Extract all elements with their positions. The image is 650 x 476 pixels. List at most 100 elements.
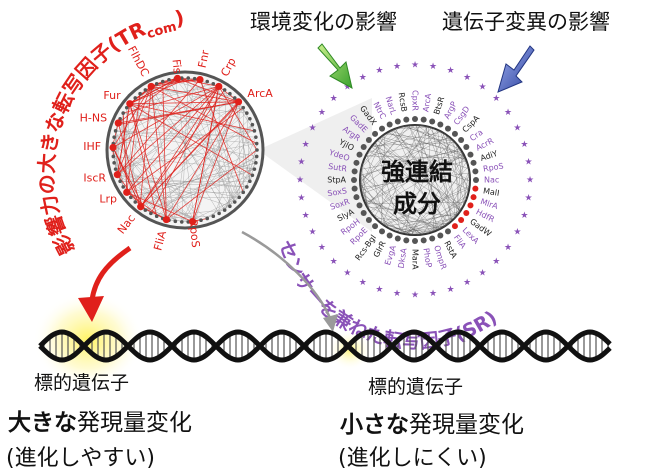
right-target-rest: 発現量変化 — [409, 412, 524, 438]
sensor-label: MalI — [482, 186, 500, 197]
ring-node — [351, 168, 358, 175]
ring-node — [472, 168, 479, 175]
star-mark: ★ — [526, 176, 534, 186]
star-mark: ★ — [520, 211, 528, 221]
ring-node — [429, 235, 436, 242]
ring-node — [360, 144, 367, 151]
tr-node — [114, 119, 122, 127]
tr-node-label: H-NS — [80, 112, 107, 125]
left-target-strong: 大きな — [8, 410, 77, 436]
star-mark: ★ — [343, 269, 351, 279]
ring-node — [429, 118, 436, 125]
star-mark: ★ — [520, 140, 528, 150]
star-mark: ★ — [330, 257, 338, 267]
right-target-strong: 小さな — [340, 412, 409, 438]
right-target-note: (進化しにくい) — [338, 446, 487, 471]
ring-node — [365, 216, 372, 223]
tr-node — [113, 171, 121, 179]
sensor-label: MarA — [411, 249, 420, 270]
star-mark: ★ — [343, 82, 351, 92]
sensor-label: RcsB — [397, 92, 409, 113]
sensor-label: DksA — [397, 247, 409, 269]
star-mark: ★ — [429, 62, 437, 72]
ring-node — [451, 223, 458, 230]
right-target-change: 小さな発現量変化 — [340, 405, 524, 439]
tr-node-label: RpoS — [186, 219, 202, 249]
star-mark: ★ — [375, 66, 383, 76]
star-mark: ★ — [318, 243, 326, 253]
star-mark: ★ — [308, 123, 316, 133]
ring-node — [372, 223, 379, 230]
tr-node — [147, 82, 155, 91]
ring-node — [356, 151, 363, 158]
ring-node — [467, 151, 474, 158]
tr-node-label: Fnr — [196, 48, 213, 69]
ring-node — [386, 121, 393, 128]
tr-node-label: IscR — [83, 172, 106, 185]
star-mark: ★ — [513, 228, 521, 238]
tr-node-label: Fur — [103, 89, 121, 102]
ring-node — [353, 159, 360, 166]
core-label-line2: 成分 — [393, 190, 441, 218]
ring-node — [451, 130, 458, 137]
tr-node — [173, 74, 182, 82]
ring-node — [470, 159, 477, 166]
ring-node — [470, 194, 477, 201]
star-mark: ★ — [479, 82, 487, 92]
star-mark: ★ — [296, 176, 304, 186]
ring-node — [356, 202, 363, 209]
gray-arrow-head — [323, 314, 338, 332]
ring-node — [437, 232, 444, 239]
ring-node — [473, 177, 479, 183]
sensor-label: AdiY — [479, 149, 499, 163]
ring-node — [463, 209, 470, 216]
ring-node — [372, 130, 379, 137]
sensor-label: ArcA — [421, 92, 433, 112]
tr-node-label: Crp — [218, 56, 238, 79]
star-mark: ★ — [393, 62, 401, 72]
sensor-label: SutR — [328, 162, 348, 174]
left-target-title: 標的遺伝子 — [34, 372, 130, 394]
star-mark: ★ — [504, 108, 512, 118]
tr-node-label: Fis — [170, 59, 184, 75]
star-mark: ★ — [492, 257, 500, 267]
ring-node — [463, 144, 470, 151]
ring-node — [351, 185, 358, 192]
tr-node — [215, 82, 223, 91]
ring-node — [365, 137, 372, 144]
ring-node — [386, 232, 393, 239]
left-target-change: 大きな発現量変化 — [8, 403, 192, 437]
tr-node — [109, 143, 117, 152]
star-mark: ★ — [479, 269, 487, 279]
star-mark: ★ — [393, 289, 401, 299]
star-mark: ★ — [302, 140, 310, 150]
sensor-label: SoxS — [327, 186, 348, 198]
sensor-label: PhoP — [421, 247, 433, 268]
star-mark: ★ — [330, 94, 338, 104]
star-mark: ★ — [429, 289, 437, 299]
ring-node — [412, 238, 418, 244]
star-mark: ★ — [318, 108, 326, 118]
star-mark: ★ — [463, 73, 471, 83]
left-target-note: (進化しやすい) — [6, 446, 155, 471]
right-target-title: 標的遺伝子 — [368, 376, 464, 398]
tr-node-label: FlhDC — [125, 44, 152, 79]
environment-label: 環境変化の影響 — [250, 10, 397, 34]
ring-node — [379, 228, 386, 235]
dna-strand-a — [38, 329, 612, 363]
dna-strand-b — [38, 329, 612, 363]
tr-node — [137, 203, 145, 211]
ring-node — [444, 228, 451, 235]
star-mark: ★ — [525, 193, 533, 203]
left-target-rest: 発現量変化 — [77, 410, 192, 436]
ring-node — [458, 137, 465, 144]
ring-node — [458, 216, 465, 223]
core-label-line1: 強連結 — [381, 158, 453, 186]
ring-node — [412, 116, 418, 122]
ring-node — [351, 177, 357, 183]
ring-node — [360, 209, 367, 216]
star-mark: ★ — [359, 278, 367, 288]
star-mark: ★ — [411, 291, 419, 301]
